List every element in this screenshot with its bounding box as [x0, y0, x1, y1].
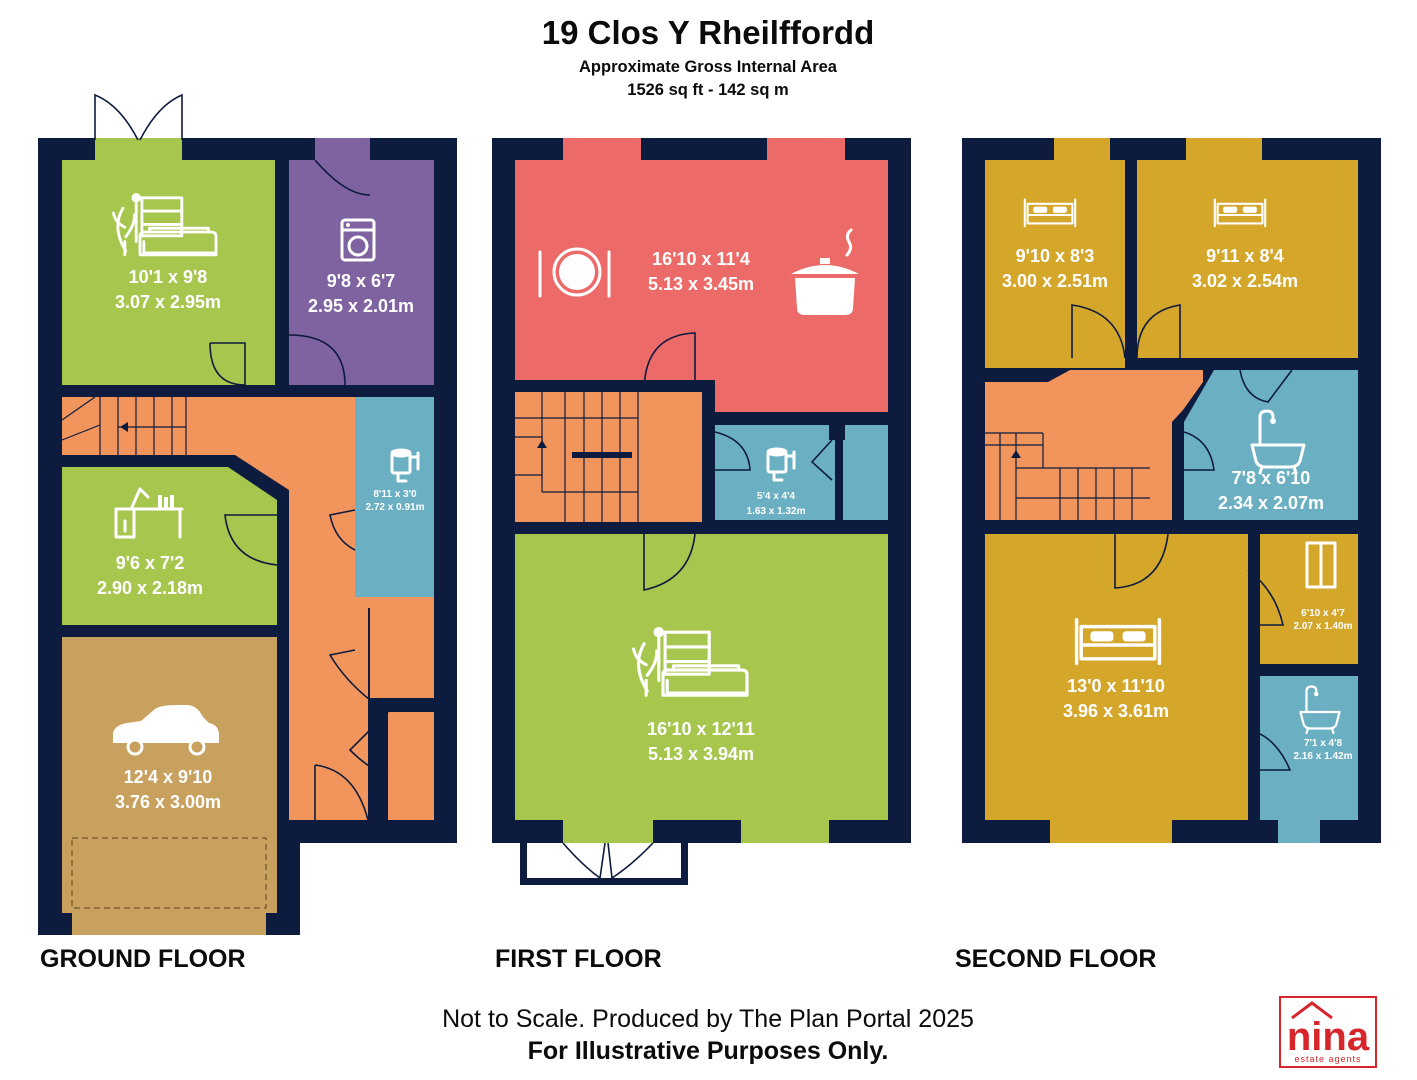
room-size-imperial: 9'6 x 7'2	[116, 553, 185, 573]
second-floor: 9'10 x 8'3 3.00 x 2.51m 9'11 x 8'4 3.02 …	[955, 138, 1381, 973]
logo-wordmark: nina	[1287, 1015, 1370, 1059]
room-size-metric: 2.07 x 1.40m	[1294, 621, 1353, 632]
first-kitchen-dining	[515, 160, 888, 412]
room-size-imperial: 6'10 x 4'7	[1301, 608, 1345, 619]
second-wardrobe	[1260, 534, 1358, 664]
room-size-metric: 3.00 x 2.51m	[1002, 271, 1108, 291]
room-size-imperial: 7'8 x 6'10	[1232, 468, 1311, 488]
floor-label-second: SECOND FLOOR	[955, 945, 1156, 973]
ground-cloakroom	[355, 397, 434, 597]
room-size-imperial: 16'10 x 12'11	[647, 719, 755, 739]
footer: Not to Scale. Produced by The Plan Porta…	[442, 1005, 974, 1065]
dinner-plate-icon	[538, 247, 611, 298]
room-size-metric: 5.13 x 3.45m	[648, 274, 754, 294]
room-size-metric: 2.72 x 0.91m	[366, 502, 425, 513]
room-size-metric: 5.13 x 3.94m	[648, 744, 754, 764]
logo-tagline: estate agents	[1294, 1054, 1361, 1064]
washing-machine-icon	[340, 218, 376, 262]
room-size-metric: 3.07 x 2.95m	[115, 292, 221, 312]
footer-disclaimer: Not to Scale. Produced by The Plan Porta…	[442, 1005, 974, 1033]
room-size-imperial: 9'11 x 8'4	[1206, 246, 1284, 266]
plan-title: 19 Clos Y Rheilffordd	[542, 14, 875, 51]
ground-stairs	[61, 396, 187, 455]
room-size-imperial: 13'0 x 11'10	[1067, 676, 1165, 696]
first-stairs	[515, 392, 639, 522]
room-size-metric: 2.90 x 2.18m	[97, 578, 203, 598]
agent-logo: nina estate agents	[1279, 996, 1377, 1068]
second-master-bedroom	[985, 534, 1248, 820]
second-bedroom-3	[1137, 160, 1358, 358]
room-size-imperial: 10'1 x 9'8	[129, 267, 208, 287]
room-size-metric: 2.16 x 1.42m	[1294, 751, 1353, 762]
header: 19 Clos Y Rheilffordd Approximate Gross …	[542, 14, 875, 99]
car-icon	[113, 705, 219, 756]
room-size-imperial: 12'4 x 9'10	[124, 767, 213, 787]
plan-subtitle: Approximate Gross Internal Area	[579, 58, 838, 76]
room-size-metric: 3.02 x 2.54m	[1192, 271, 1298, 291]
ground-floor: 10'1 x 9'8 3.07 x 2.95m 9'8 x 6'7 2.95 x…	[38, 93, 457, 973]
room-size-imperial: 9'8 x 6'7	[327, 271, 396, 291]
room-size-metric: 2.95 x 2.01m	[308, 296, 414, 316]
floor-label-ground: GROUND FLOOR	[40, 945, 246, 973]
room-size-imperial: 16'10 x 11'4	[652, 249, 750, 269]
room-size-metric: 1.63 x 1.32m	[747, 506, 806, 517]
ground-hallway	[62, 397, 434, 820]
second-stairs	[985, 432, 1150, 520]
ground-garage	[62, 637, 277, 913]
footer-illustrative: For Illustrative Purposes Only.	[528, 1037, 889, 1065]
floor-label-first: FIRST FLOOR	[495, 945, 662, 973]
ground-study	[62, 467, 277, 625]
room-size-imperial: 7'1 x 4'8	[1304, 738, 1343, 749]
gross-area: 1526 sq ft - 142 sq m	[627, 81, 788, 99]
desk-icon	[114, 487, 184, 539]
room-size-metric: 3.96 x 3.61m	[1063, 701, 1169, 721]
first-wc	[715, 425, 888, 520]
room-size-imperial: 8'11 x 3'0	[373, 489, 417, 500]
room-size-imperial: 9'10 x 8'3	[1016, 246, 1095, 266]
room-size-metric: 2.34 x 2.07m	[1218, 493, 1324, 513]
ground-utility	[289, 160, 434, 385]
first-floor: 16'10 x 11'4 5.13 x 3.45m 5'4 x 4'4 1.63…	[492, 138, 911, 973]
first-living-room	[515, 534, 888, 820]
cooking-pot-icon	[791, 228, 859, 315]
second-landing	[985, 370, 1203, 520]
room-size-metric: 3.76 x 3.00m	[115, 792, 221, 812]
room-size-imperial: 5'4 x 4'4	[757, 491, 796, 502]
wardrobe-icon	[1305, 541, 1337, 589]
french-doors-ground	[94, 93, 183, 160]
second-bedroom-2	[985, 160, 1125, 368]
